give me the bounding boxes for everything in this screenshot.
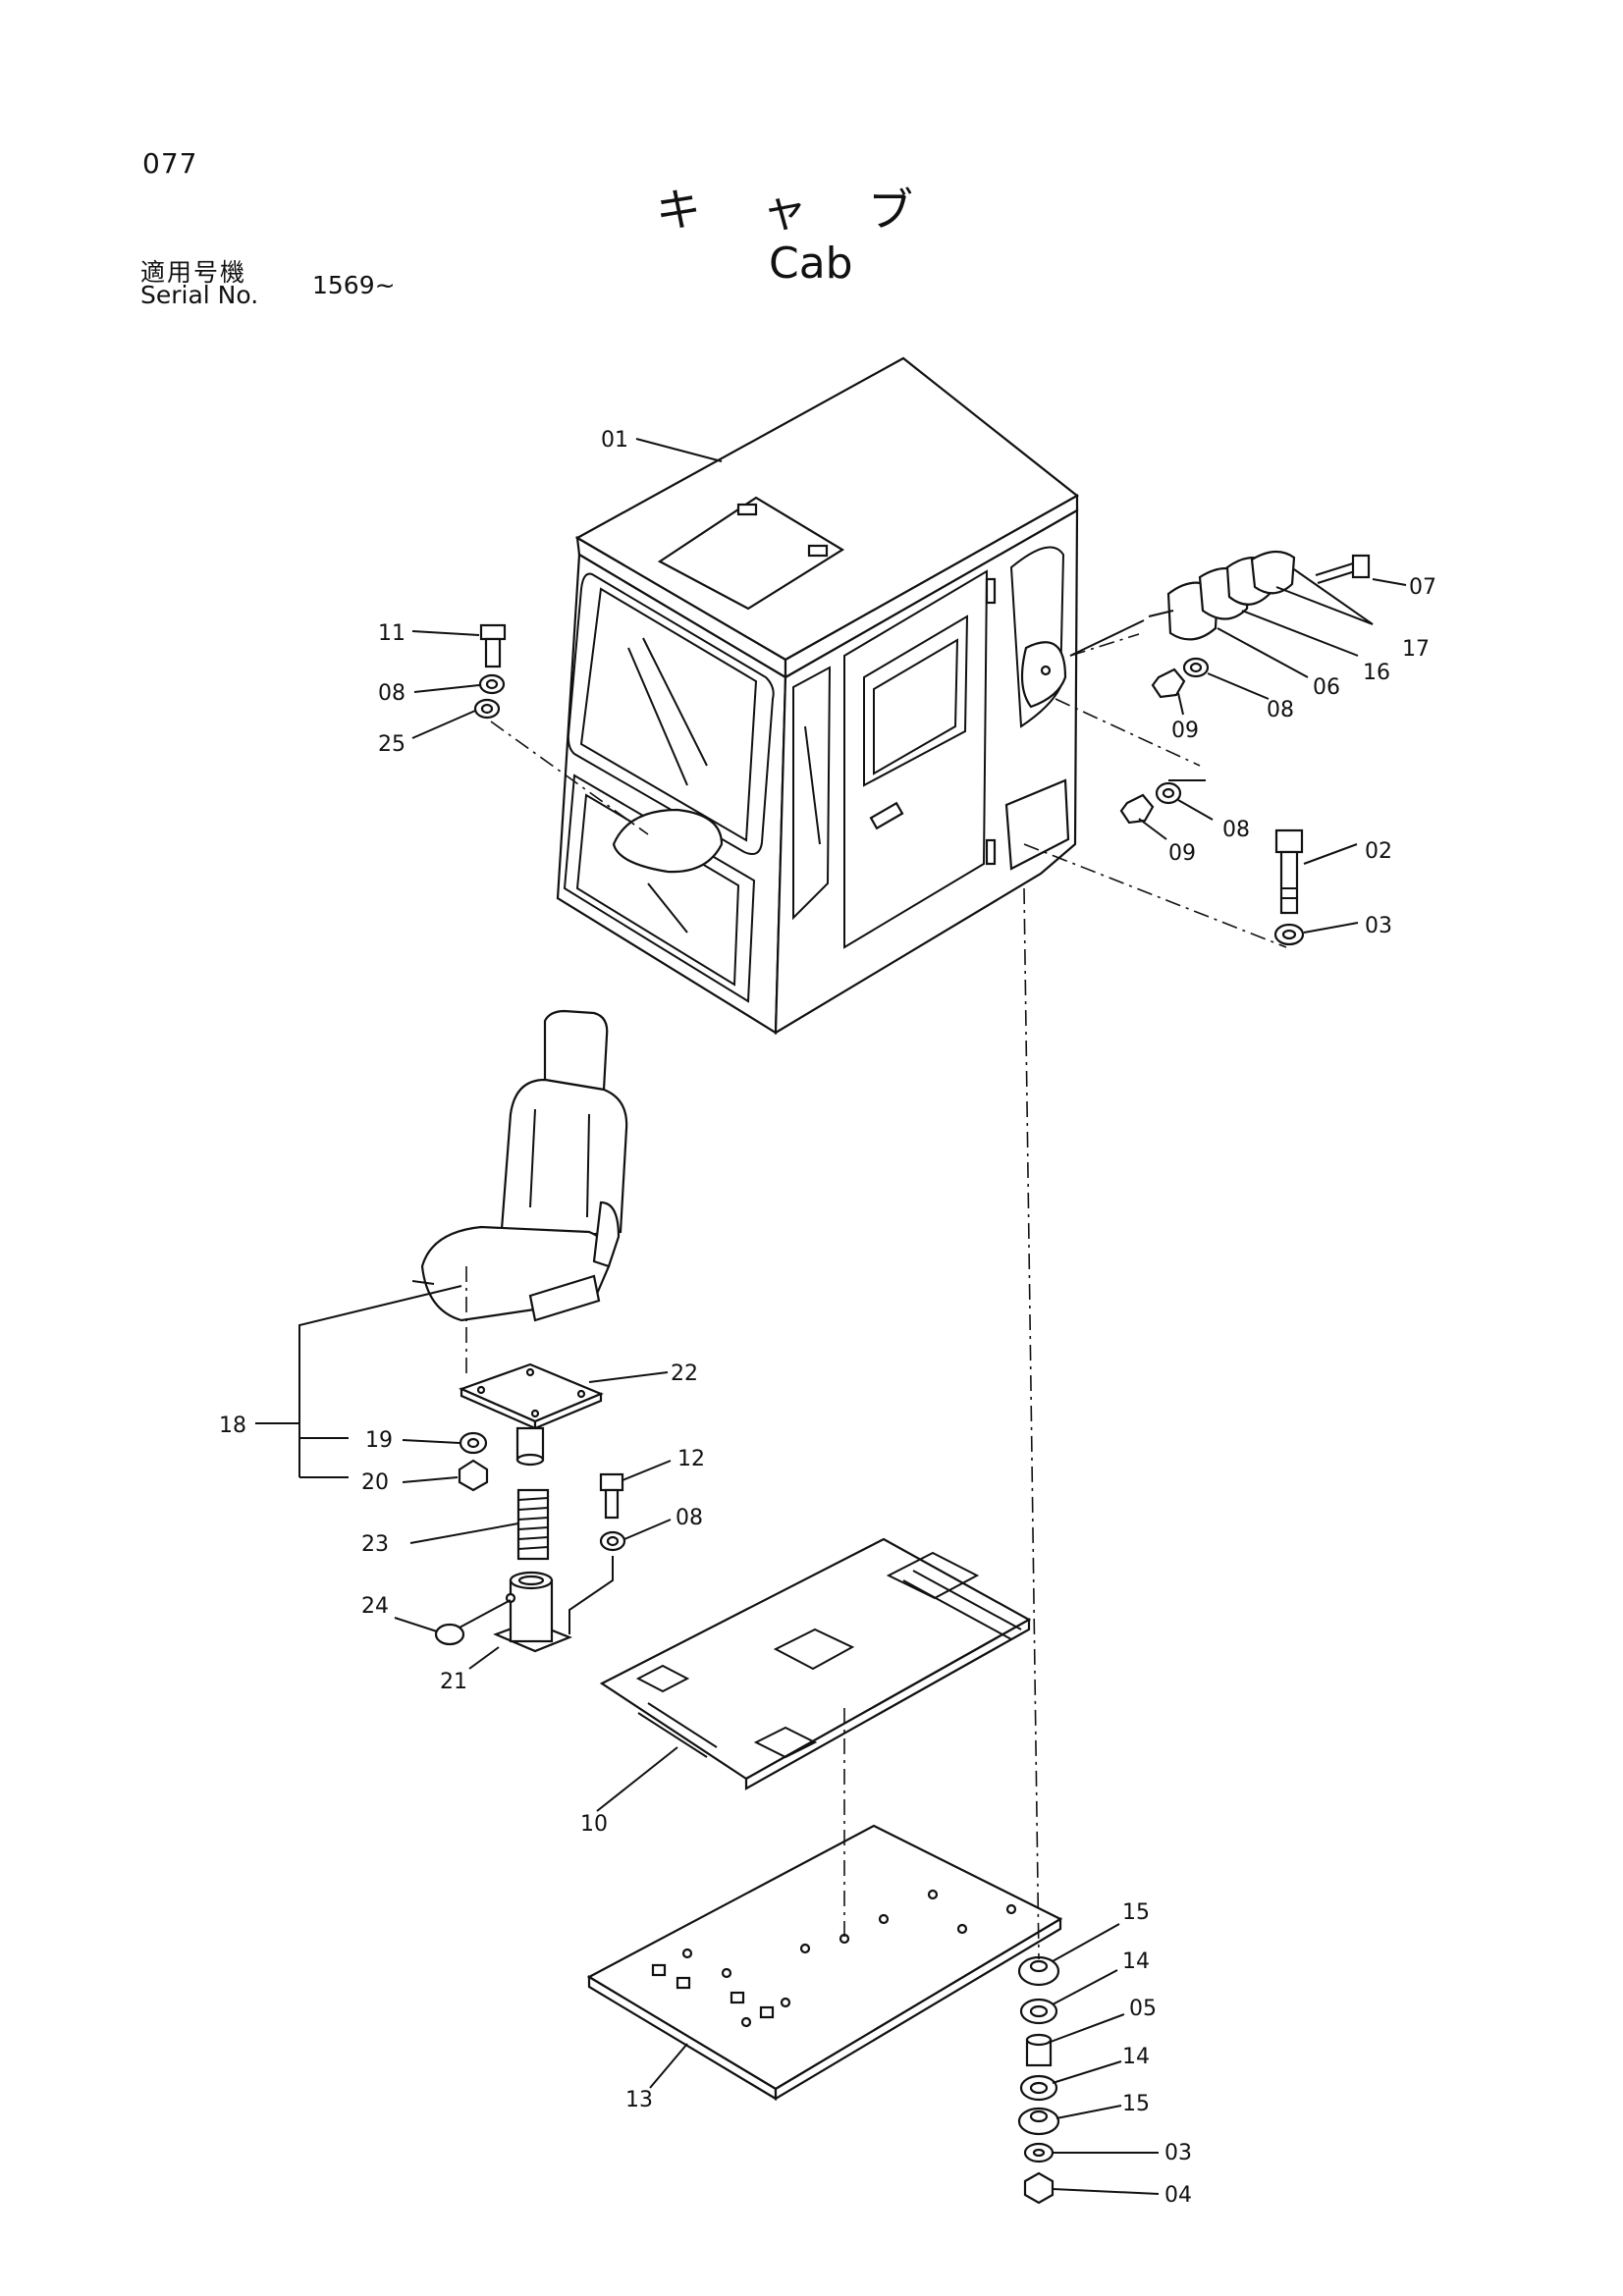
callout-17: 17: [1402, 637, 1430, 662]
title-japanese: キャブ: [656, 184, 974, 237]
plate-17b: [1250, 550, 1296, 595]
callout-11: 11: [378, 621, 406, 646]
damper-parts: [473, 550, 1371, 946]
seat-mount: [434, 1362, 626, 1653]
callout-05: 05: [1129, 1997, 1157, 2021]
cab-side-face: [774, 508, 1079, 1035]
bolt-11-head: [479, 623, 507, 641]
center-lines: [465, 633, 1287, 1960]
callout-14: 14: [1122, 1949, 1150, 1974]
front-window-upper: [567, 572, 775, 855]
cab-door: [843, 569, 989, 949]
callout-15: 15: [1122, 2092, 1150, 2116]
callout-08: 08: [378, 681, 406, 706]
callout-09: 09: [1171, 719, 1199, 743]
callout-19: 19: [365, 1428, 393, 1453]
callout-02: 02: [1365, 839, 1392, 864]
callout-08: 08: [1267, 698, 1294, 722]
callout-25: 25: [378, 732, 406, 757]
cab-interior-seat: [612, 808, 724, 874]
callout-13: 13: [625, 2088, 653, 2112]
bolt-12-head: [599, 1472, 624, 1492]
callout-07: 07: [1409, 575, 1436, 600]
floor-plate-13: [586, 1824, 1063, 2101]
seat-armrest: [592, 1201, 621, 1268]
callout-14: 14: [1122, 2045, 1150, 2069]
callout-10: 10: [580, 1812, 608, 1837]
callout-06: 06: [1313, 675, 1340, 700]
callout-24: 24: [361, 1594, 389, 1619]
serial-label-japanese: 適用号機: [140, 258, 247, 287]
callout-01: 01: [601, 428, 628, 453]
callout-21: 21: [440, 1670, 467, 1694]
seat-backrest: [499, 1078, 628, 1244]
operator-seat: [411, 1009, 628, 1322]
cab-assembly: [556, 356, 1145, 1035]
rear-side-window: [1009, 546, 1065, 728]
callout-18: 18: [219, 1414, 246, 1438]
bolt-02-shank: [1279, 850, 1299, 915]
bolt-12-shank: [604, 1488, 620, 1520]
seat-headrest: [543, 1009, 609, 1092]
rear-mount-lower: [1004, 778, 1070, 871]
nut-04: [1023, 2171, 1055, 2205]
callout-04: 04: [1164, 2183, 1192, 2208]
callout-20: 20: [361, 1470, 389, 1495]
leader-lines: [255, 438, 1407, 2195]
callout-22: 22: [671, 1362, 698, 1386]
bolt-02-head: [1274, 828, 1304, 854]
nut-09-lower: [1119, 793, 1155, 825]
callout-labels: 01 02 03 03 04 05 06 07 08 08 08 08 09 0…: [219, 428, 1436, 2208]
serial-value: 1569~: [312, 271, 396, 299]
page-number: 077: [142, 147, 198, 180]
callout-09: 09: [1168, 841, 1196, 866]
serial-label-english: Serial No.: [140, 281, 259, 309]
callout-08: 08: [1222, 818, 1250, 842]
nut-20: [458, 1459, 489, 1492]
title-english: Cab: [769, 239, 853, 289]
nut-09-upper: [1151, 667, 1186, 699]
knob-24: [434, 1623, 465, 1646]
callout-03: 03: [1365, 914, 1392, 938]
side-window-left: [792, 666, 832, 921]
callout-16: 16: [1363, 661, 1390, 685]
bolt-11-shank: [484, 637, 502, 668]
roof-hatch: [657, 496, 845, 611]
callout-15: 15: [1122, 1900, 1150, 1925]
seat-base-21: [493, 1571, 572, 1653]
mount-stack: [1017, 1955, 1060, 2205]
bolt-07: [1351, 554, 1371, 579]
floor-mat-10: [599, 1537, 1032, 1790]
door-window: [863, 614, 969, 787]
callout-23: 23: [361, 1532, 389, 1557]
callout-03: 03: [1164, 2141, 1192, 2165]
callout-12: 12: [677, 1447, 705, 1471]
spring-23: [516, 1488, 550, 1561]
callout-08: 08: [676, 1506, 703, 1530]
